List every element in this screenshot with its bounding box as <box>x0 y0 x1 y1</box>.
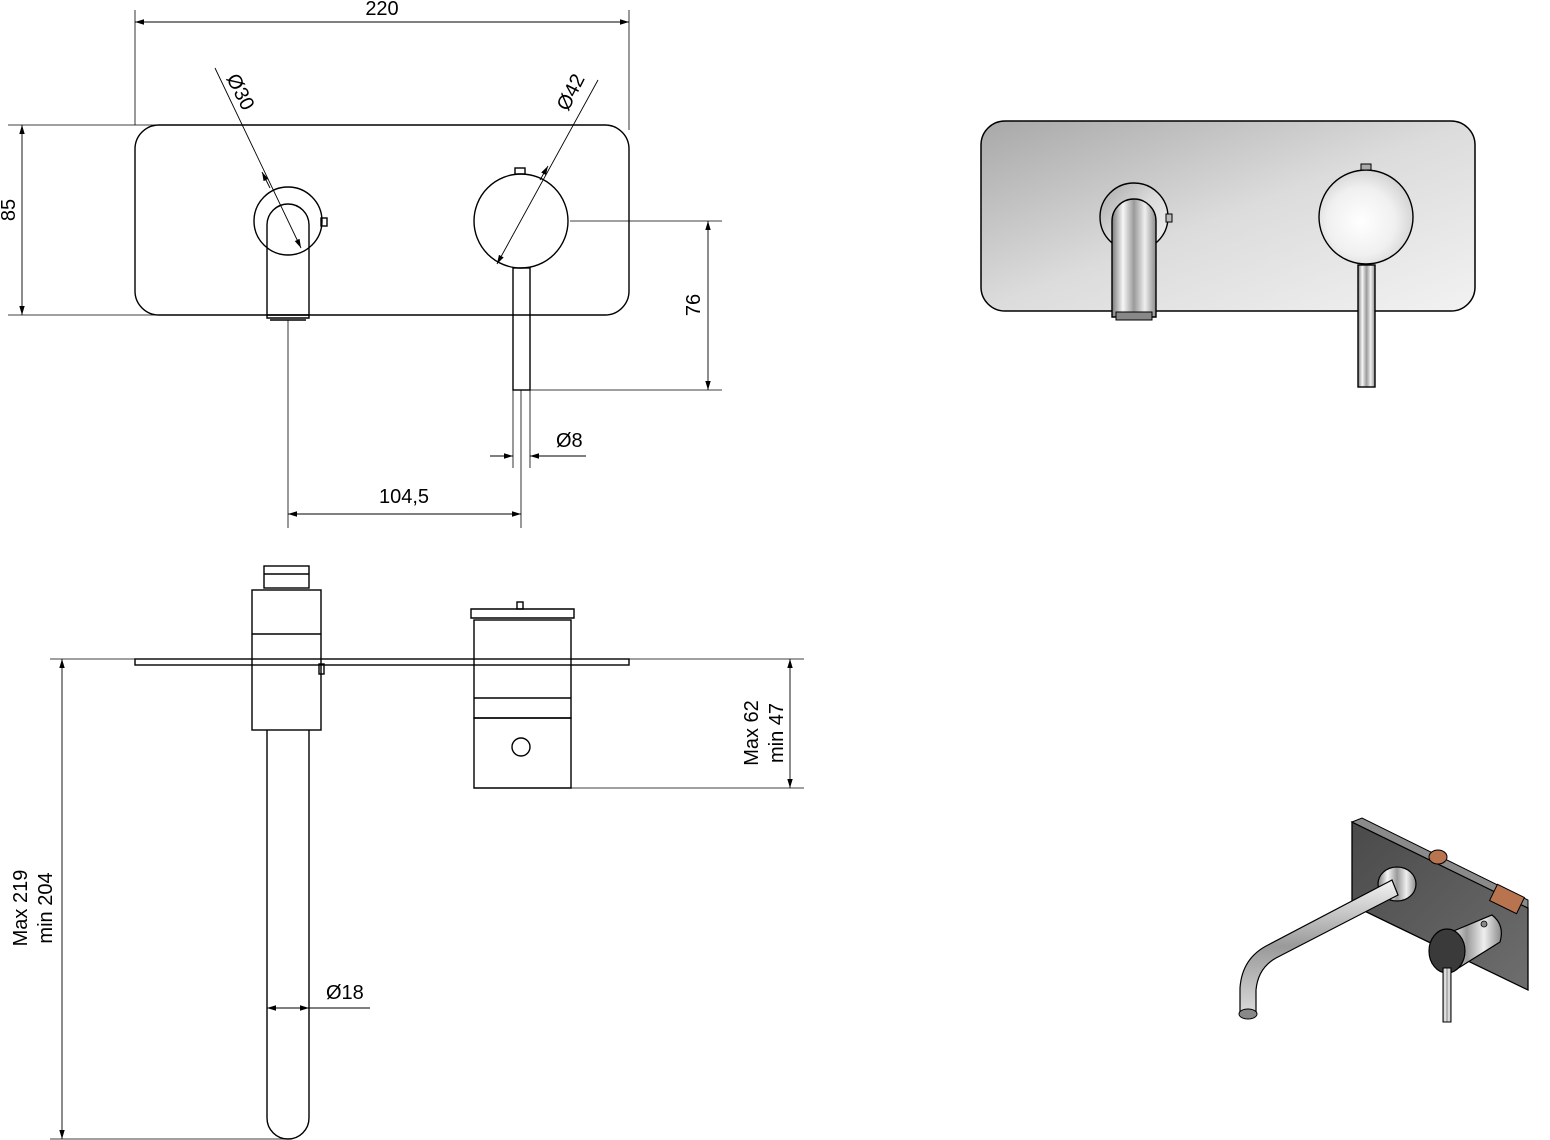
dim-knob-dia-label: Ø42 <box>553 71 590 115</box>
side-knob-handle <box>473 717 572 789</box>
front-plate <box>134 124 630 316</box>
side-spout-screw <box>318 663 325 675</box>
iso-knob-face <box>1428 928 1466 974</box>
side-spout-pipe <box>266 730 310 1140</box>
front-view: 220 85 Ø30 Ø42 76 Ø8 104,5 <box>0 0 722 528</box>
dim-spout-dia-label: Ø30 <box>222 70 259 114</box>
dim-height-label: 85 <box>0 199 20 221</box>
front-lever <box>512 267 531 391</box>
side-view: Max 62 min 47 Max 219 min 204 Ø18 <box>10 565 804 1140</box>
front-rosette-screw <box>320 217 328 227</box>
iso-spout-outlet <box>1238 1008 1258 1020</box>
side-knob-tip <box>516 601 524 610</box>
render-front <box>980 120 1476 388</box>
iso-copper-block <box>1488 883 1526 915</box>
front-spout <box>266 203 310 319</box>
dim-spout-max-label: Max 219 <box>10 870 32 947</box>
render-knob-tip <box>1360 163 1372 171</box>
dim-spout-min-label: min 204 <box>35 872 57 943</box>
render-isometric <box>1238 817 1529 1023</box>
render-rosette-screw <box>1165 213 1173 223</box>
front-spout-rosette <box>253 186 323 256</box>
side-knob-hole <box>511 737 531 757</box>
side-knob-top <box>470 608 575 619</box>
iso-copper-valve <box>1428 849 1448 865</box>
render-knob <box>1318 169 1414 265</box>
iso-lever <box>1442 967 1452 1023</box>
side-plate <box>134 658 630 666</box>
render-spout-outlet <box>1115 311 1153 321</box>
render-lever <box>1357 264 1376 388</box>
side-spout-body <box>251 589 322 731</box>
dim-depth-max-label: Max 62 <box>741 700 763 766</box>
dim-depth-min-label: min 47 <box>766 703 788 763</box>
render-spout <box>1111 198 1157 318</box>
dim-width-label: 220 <box>365 0 398 20</box>
render-plate <box>980 120 1476 312</box>
side-spout-cap <box>263 565 310 589</box>
dim-pipe-dia-label: Ø18 <box>326 982 364 1004</box>
dim-center-dist-label: 104,5 <box>379 486 429 508</box>
side-knob-body <box>473 619 572 719</box>
dim-lever-len-label: 76 <box>683 294 705 316</box>
dim-lever-dia-label: Ø8 <box>556 430 583 452</box>
iso-spout-pipe <box>1239 879 1399 1013</box>
front-knob-tip <box>514 167 526 175</box>
